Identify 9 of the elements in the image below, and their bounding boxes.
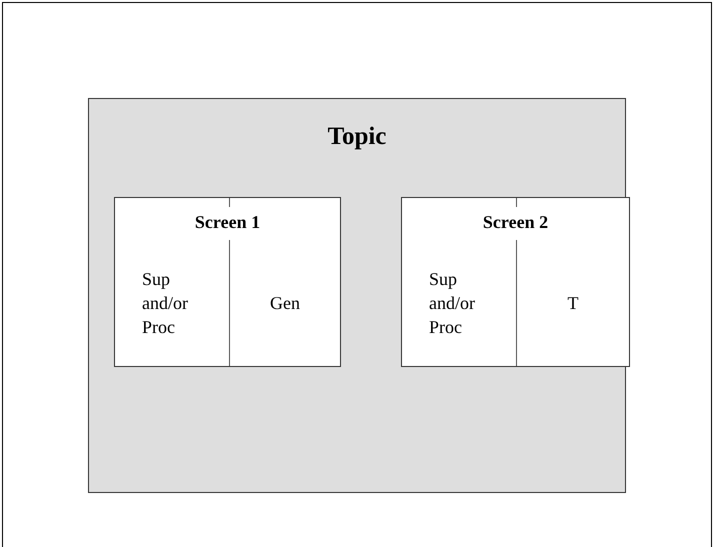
column-label: Sup and/or Proc: [142, 268, 189, 339]
screen-panel: [114, 197, 341, 367]
screen-title: Screen 1: [194, 212, 262, 233]
screen-title: Screen 2: [482, 212, 550, 233]
screen-panel: [401, 197, 630, 367]
column-label: T: [568, 292, 578, 315]
column-label: Gen: [270, 292, 300, 315]
column-label: Sup and/or Proc: [429, 268, 476, 339]
topic-title: Topic: [326, 123, 388, 151]
